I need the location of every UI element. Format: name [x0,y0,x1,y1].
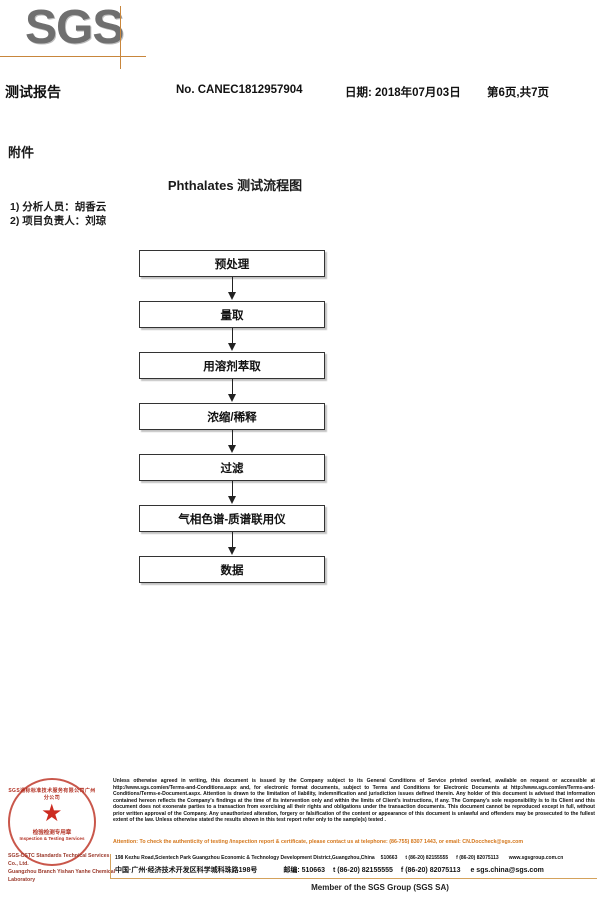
flow-arrow-down-icon [139,379,325,403]
member-of-group-line: Member of the SGS Group (SGS SA) [311,883,449,892]
sgs-logo-header: SGS [0,0,600,72]
address-street-cn: 中国·广州·经济技术开发区科学城科珠路198号 [115,867,258,874]
flow-arrow-down-icon [139,481,325,505]
flow-arrow-down-icon [139,328,325,352]
logo-vertical-rule [120,6,121,69]
address-tel-cn: t (86-20) 82155555 [332,867,393,874]
seal-arc-text: SGS通标标准技术服务有限公司广州分公司 [8,788,96,801]
attachment-label: 附件 [8,145,35,160]
address-postcode-en: 510663 [380,855,398,861]
address-vertical-rule [110,854,111,878]
seal-caption-line1: SGS-CSTC Standards Technical Services Co… [8,853,110,867]
flow-step-box: 预处理 [139,250,325,277]
address-line-chinese: 中国·广州·经济技术开发区科学城科珠路198号 邮编: 510663 t (86-2… [115,865,600,875]
report-title: 测试报告 [5,84,61,100]
personnel-list: 1) 分析人员：胡香云 2) 项目负责人：刘琼 [10,200,106,228]
seal-center-cn: 检验检测专用章 [32,830,72,836]
flowchart-title: Phthalates 测试流程图 [167,178,303,193]
sgs-logo-text: SGS [25,1,124,54]
seal-ring [8,778,96,866]
address-line-english: 198 Kezhu Road,Scientech Park Guangzhou … [115,855,600,861]
flow-step-box: 浓缩/稀释 [139,403,325,430]
seal-caption: SGS-CSTC Standards Technical Services Co… [8,852,116,884]
seal-caption-line2: Guangzhou Branch Yishan Yanhe Chemical L… [8,869,116,883]
address-tel-en: t (86-20) 82155555 [405,855,449,861]
report-header-line: 测试报告 No. CANEC1812957904 日期: 2018年07月03日… [0,82,600,104]
flow-step-box: 数据 [139,556,325,583]
flow-step-box: 量取 [139,301,325,328]
address-website: www.sgsgroup.com.cn [508,855,564,861]
flow-arrow-down-icon [139,430,325,454]
address-fax-en: f (86-20) 82075113 [456,855,499,861]
attention-notice-text: Attention: To check the authenticity of … [113,839,524,845]
address-horizontal-rule [110,878,597,879]
flow-step-box: 用溶剂萃取 [139,352,325,379]
flow-arrow-down-icon [139,532,325,556]
flow-arrow-down-icon [139,277,325,301]
inspection-seal-stamp: SGS通标标准技术服务有限公司广州分公司 ★ 检验检测专用章 Inspectio… [8,778,115,883]
address-postcode-cn: 邮编: 510663 [283,867,325,874]
logo-horizontal-rule [0,56,146,57]
phthalates-test-flowchart: 预处理 量取 用溶剂萃取 浓缩/稀释 过滤 气相色谱-质谱联用仪 数据 [139,250,331,583]
address-email: e sgs.china@sgs.com [470,867,544,874]
page-indicator: 第6页,共7页 [487,87,549,99]
analyst-line: 1) 分析人员：胡香云 [10,201,107,213]
legal-terms-text: Unless otherwise agreed in writing, this… [113,778,595,824]
flow-step-box: 气相色谱-质谱联用仪 [139,505,325,532]
flow-step-box: 过滤 [139,454,325,481]
report-date: 日期: 2018年07月03日 [345,87,461,99]
address-fax-cn: f (86-20) 82075113 [400,867,461,874]
project-manager-line: 2) 项目负责人：刘琼 [10,215,107,227]
page-footer: SGS通标标准技术服务有限公司广州分公司 ★ 检验检测专用章 Inspectio… [0,770,600,899]
report-number: No. CANEC1812957904 [176,84,303,96]
seal-center-en: Inspection & Testing Services [19,836,85,841]
address-street-en: 198 Kezhu Road,Scientech Park Guangzhou … [115,855,375,861]
